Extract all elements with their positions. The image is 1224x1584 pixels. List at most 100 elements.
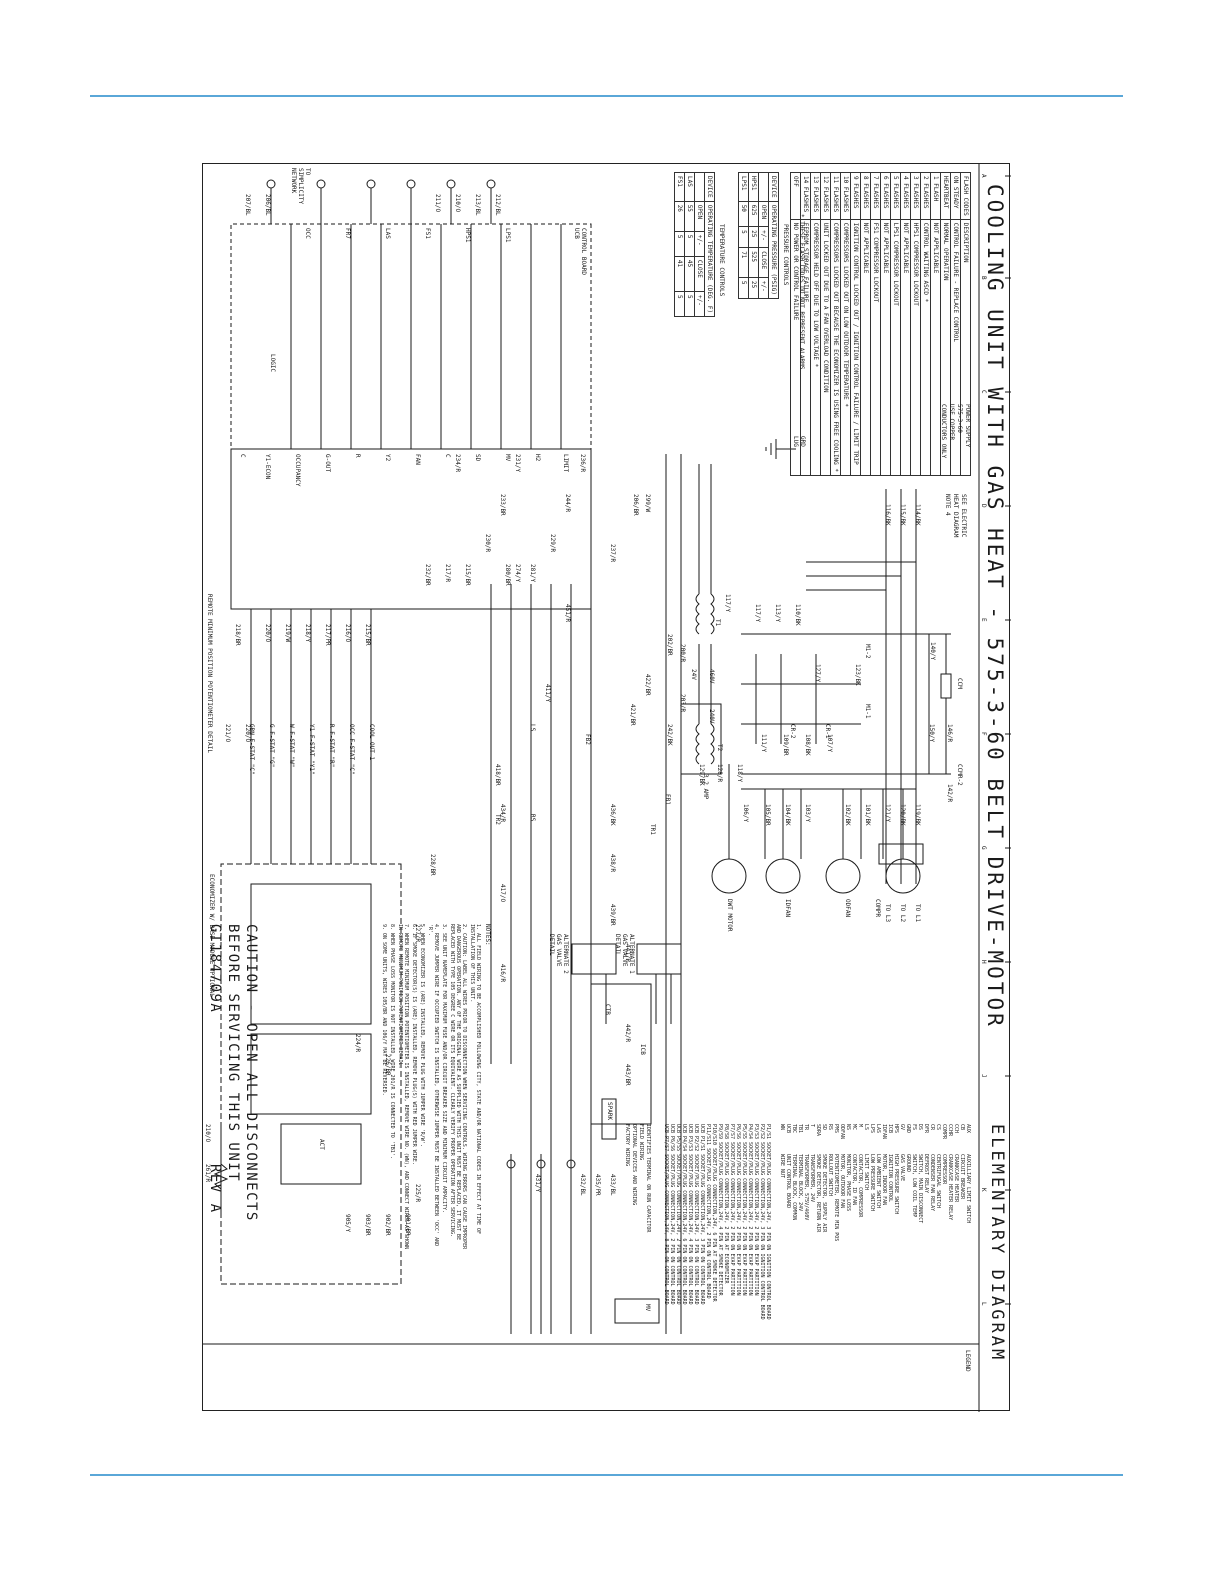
legend-description: TERMINAL BLOCK, COMMON [791, 1154, 797, 1221]
wire-label: 210/O [204, 1124, 211, 1143]
simplicity-network-label: SIMPLICITY [297, 168, 304, 205]
temperature-controls-title: TEMPERATURE CONTROLS [718, 224, 725, 297]
wire-label: 411/Y [544, 684, 551, 703]
legend-plug: P11/S11 SOCKET/PLUG CONNECTION,24V, 2 PI… [705, 1124, 711, 1299]
wire-label: 146/R [946, 724, 953, 743]
legend-plug: P9/S9 SOCKET/PLUG CONNECTION,24V, 4 PIN … [717, 1124, 723, 1296]
table-header-cell: DEVICE [704, 172, 715, 202]
ucb-terminal-label: SD [474, 454, 481, 462]
economizer-terminal: OCC F-STAT "C" [348, 724, 355, 775]
ucb-input-label: LPS1 [504, 228, 511, 243]
component-label: COMPR [874, 899, 881, 918]
table-cell: OFF [790, 172, 801, 220]
wire-label: 110/BK [794, 604, 801, 626]
ucb-terminal-label: LIMIT [562, 454, 569, 473]
legend-plug: UCB P3/S3 SOCKET/PLUG CONNECTION,24V, 4 … [687, 1124, 693, 1305]
table-cell: LPS1 [738, 172, 749, 202]
wire-label: 432/BL [579, 1174, 586, 1196]
component-label: CR-2 [789, 724, 796, 739]
wire-label: 442/R [624, 1024, 631, 1043]
table-cell: 13 FLASHES [810, 172, 821, 220]
table-cell: 4 FLASHES [900, 172, 911, 220]
wire-label: 233/BR [499, 494, 506, 516]
legend-plug: UCB P7/S7 SOCKET/PLUG CONNECTION,24V, 8 … [663, 1124, 669, 1305]
legend-description: CRANKCASE HEATER RELAY [947, 1154, 953, 1221]
control-board-title: UCB [573, 228, 580, 239]
legend-plug: UCB P4/S4 SOCKET/PLUG CONNECTION,24V, 6 … [681, 1124, 687, 1305]
ground-lug-label: LUG [792, 436, 799, 447]
table-cell: 25 [748, 226, 759, 248]
note-line: INSTALLATION OF THIS UNIT. [469, 924, 475, 1003]
component-label: M1-2 [864, 644, 871, 659]
legend-plug: UCB P6/S6 SOCKET/PLUG CONNECTION,24V, 2 … [669, 1124, 675, 1305]
legend-description: CENTRIFUGAL SWITCH [935, 1154, 941, 1209]
ucb-terminal-label: R [354, 454, 361, 458]
wire-label: 116/BK [884, 504, 891, 526]
gas-valve-detail-label: ALTERNATE 2 [562, 934, 569, 974]
wire-label: TO L1 [914, 904, 921, 923]
wire-label: 232/BR [424, 564, 431, 586]
table-cell: CLOSE [758, 247, 769, 278]
table-cell: 5 [674, 231, 685, 257]
legend-description: MOTOR, INDOOR FAN [881, 1154, 887, 1206]
legend-description: TERMINAL BLOCK, 24V [797, 1154, 803, 1212]
wire-label: 206/BR [632, 494, 639, 516]
table-cell: HEARTBEAT [940, 172, 951, 220]
wire-label: 105/BR [764, 804, 771, 826]
table-cell [758, 172, 769, 202]
legend-plug: P1/S1 SOCKET/PLUG CONNECTION,24V, 3 PIN … [765, 1124, 771, 1320]
rotated-sheet-content: COOLING UNIT WITH GAS HEAT - 575-3-60 BE… [203, 164, 1011, 1412]
input-switches [266, 179, 496, 224]
legend-description: CONTACTOR, COMPRESSOR [857, 1154, 863, 1218]
table-cell: 6 FLASHES [880, 172, 891, 220]
table-cell: CONTROL WAITING ASCD * [920, 219, 931, 476]
legend-description: WIRE NUT [779, 1154, 785, 1179]
table-cell: HPS1 COMPRESSOR LOCKOUT [910, 219, 921, 476]
legend-symbol: OPTIONAL DEVICES AND WIRING [631, 1124, 637, 1206]
component-label: 24V [690, 669, 697, 680]
legend-code: ODFAN [839, 1124, 845, 1140]
wire-label: 225/R [414, 1184, 421, 1203]
wire-label: 123/BK [854, 664, 861, 686]
power-supply-label: POWER SUPPLY [964, 404, 971, 448]
control-board-title: CONTROL BOARD [580, 228, 587, 275]
grid-ticks [1005, 175, 1011, 1305]
legend-symbol: IDENTIFIES TERMINAL ON RUN CAPACITOR [645, 1124, 651, 1233]
table-cell: 14 FLASHES [800, 172, 811, 220]
wire-label: 431/Y [534, 1174, 541, 1193]
table-cell: 5 [684, 231, 695, 257]
table-cell: COMPRESSOR HELD OFF DUE TO LOW VOLTAGE * [810, 219, 821, 476]
economizer-terminal: G F-STAT "G" [268, 724, 275, 768]
power-supply-label: CONDUCTORS ONLY [940, 404, 947, 459]
wire-label: 113/Y [774, 604, 781, 623]
legend-plug: P5/S5 SOCKET/PLUG CONNECTION,24V, 2 PIN … [741, 1124, 747, 1296]
component-label: ICB [639, 1044, 646, 1055]
wire-label: 228/BR [429, 854, 436, 876]
wire-label: 150/Y [928, 724, 935, 743]
table-cell: 625 [748, 201, 759, 227]
wire-label: 104/BK [784, 804, 791, 826]
component-label: CTB [604, 1004, 611, 1015]
note-line: 'R'. [427, 924, 433, 937]
wire-label: TO L2 [899, 904, 906, 923]
wire-label: 417/O [499, 884, 506, 903]
legend-plug: P7/S7 SOCKET/PLUG CONNECTION,24V, 2 PIN … [729, 1124, 735, 1296]
legend-description: IGNITION CONTROL [887, 1154, 893, 1203]
economizer-terminal: COOL OUT 1 [368, 724, 375, 761]
wire-label: 200/R [679, 644, 686, 663]
table-cell: ON STEADY [950, 172, 961, 220]
footer-rule [90, 1474, 1123, 1476]
component-label: T1 [714, 619, 721, 627]
component-label: TR1 [649, 824, 656, 835]
table-cell: OPEN [758, 201, 769, 227]
wire-label: 127/Y [814, 664, 821, 683]
remote-pot-detail-label: REMOTE MINIMUM POSITION POTENTIOMETER DE… [206, 594, 213, 753]
